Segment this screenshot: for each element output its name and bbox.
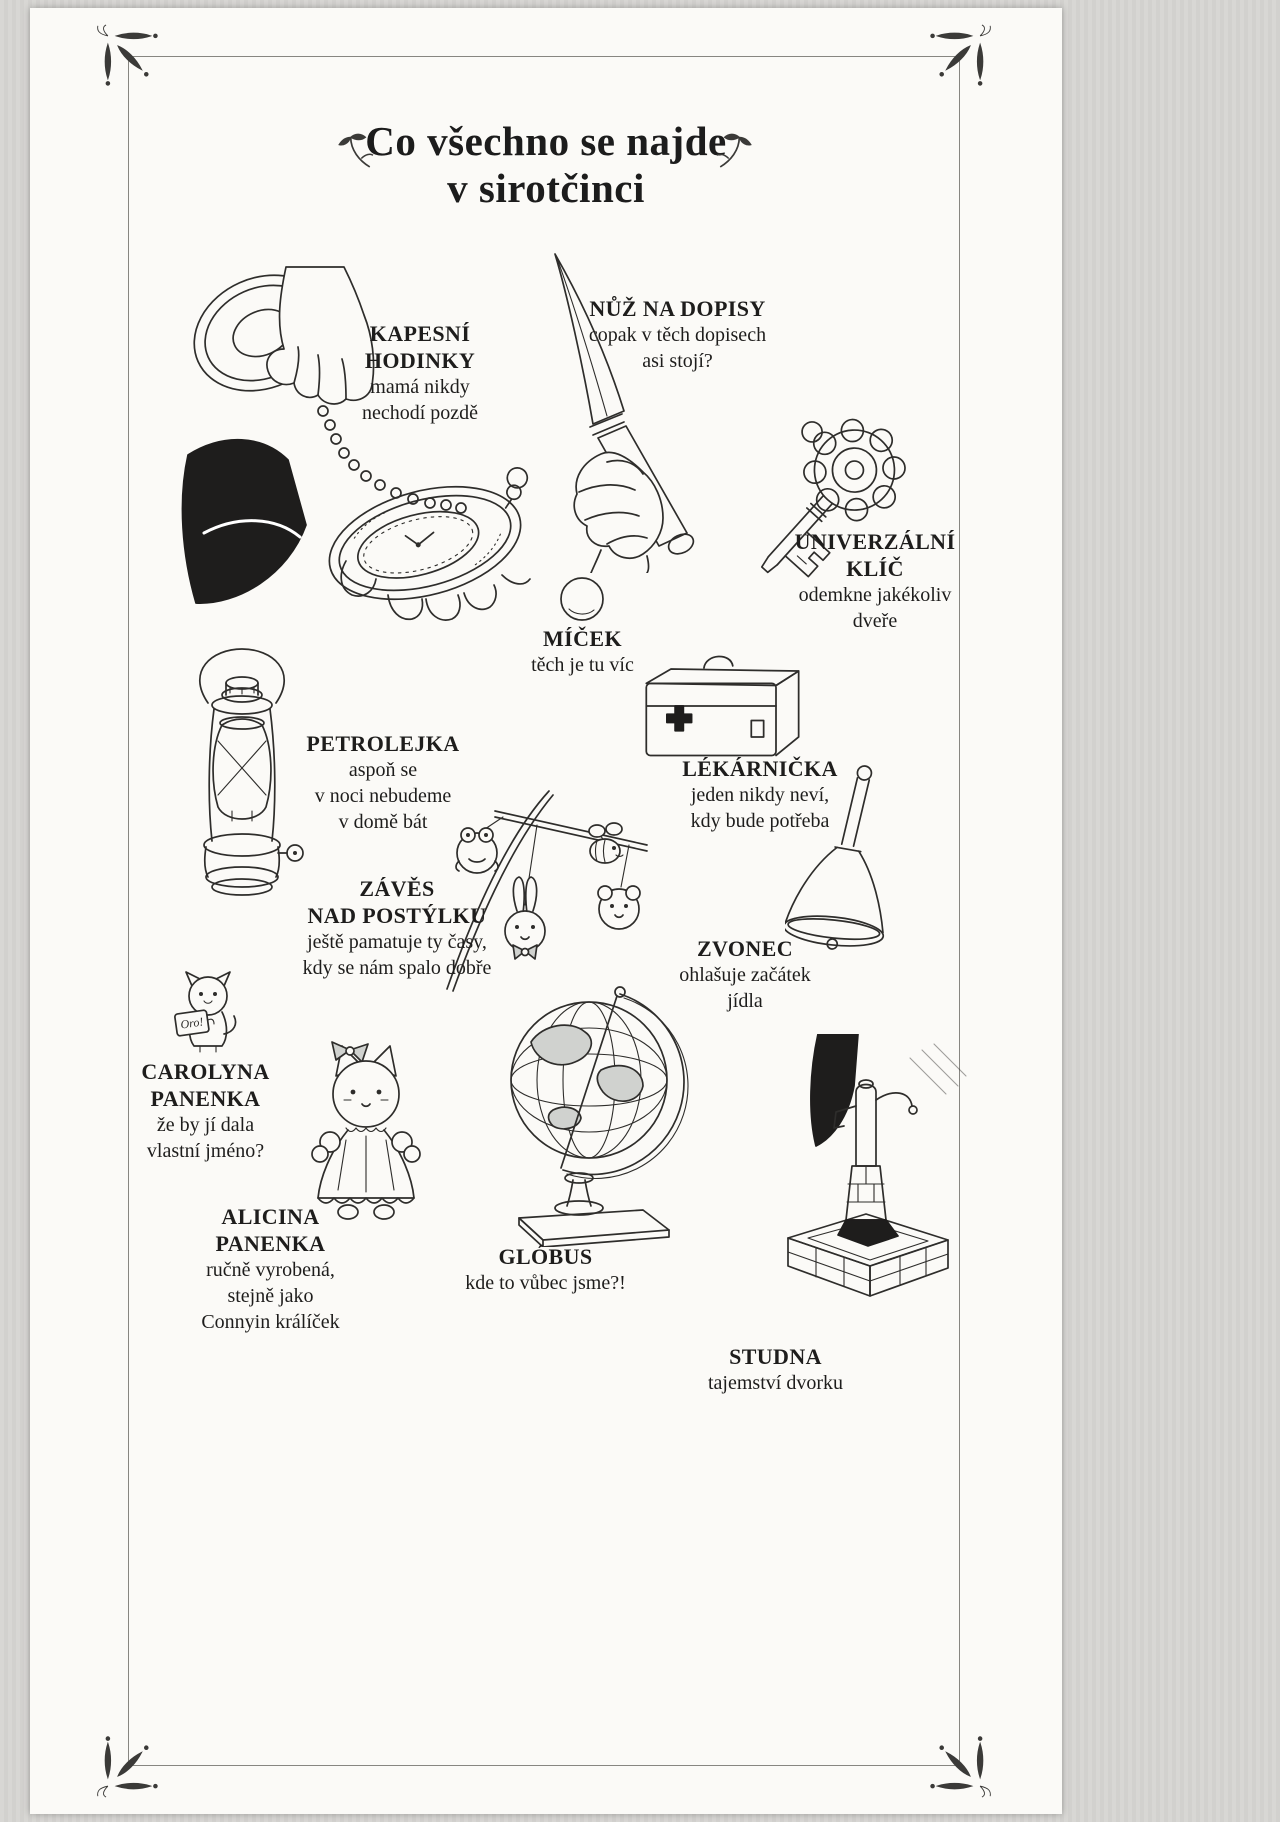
caption-bell: ZVONEC ohlašuje začátek jídla [645,935,845,1014]
small-cat-plush-illustration: Oro! [174,971,237,1053]
caption-crib-mobile: ZÁVĚS NAD POSTÝLKU ještě pamatuje ty čas… [262,875,532,981]
item-name: CAROLYNA [141,1059,270,1084]
item-name: GLÓBUS [498,1244,593,1269]
item-name: NŮŽ NA DOPISY [589,296,766,321]
item-name: PETROLEJKA [306,731,460,756]
item-desc: jeden nikdy neví, [690,784,830,806]
globe-illustration [510,986,689,1247]
item-desc: dveře [852,610,898,632]
caption-alicina-doll: ALICINA PANENKA ručně vyrobená, stejně j… [158,1203,383,1335]
title-flourish-icon [338,133,374,168]
item-desc: kdy se nám spalo dobře [302,957,492,979]
item-desc: nechodí pozdě [361,402,479,424]
pocket-watch-illustration [181,266,531,621]
item-desc: aspoň se [348,759,418,781]
item-name: ZÁVĚS [359,876,435,901]
item-desc: v noci nebudeme [314,785,452,807]
letter-knife-illustration [554,253,695,573]
corner-flourish-icon [930,1736,991,1798]
item-desc: copak v těch dopisech [588,324,767,346]
item-name: KLÍČ [846,556,904,581]
caption-pocket-watch: KAPESNÍ HODINKY mamá nikdy nechodí pozdě [315,320,525,426]
caption-master-key: UNIVERZÁLNÍ KLÍČ odemkne jakékoliv dveře [765,528,985,634]
item-name: ZVONEC [696,936,794,961]
item-name: PANENKA [150,1086,261,1111]
caption-ball: MÍČEK těch je tu víc [495,625,670,678]
first-aid-kit-illustration [645,655,800,757]
cat-doll-illustration [311,1041,421,1220]
item-desc: mamá nikdy [370,376,470,398]
corner-flourish-icon [97,1736,158,1798]
well-illustration [787,1034,967,1297]
corner-flourish-icon [97,24,158,86]
item-desc: stejně jako [227,1285,314,1307]
item-desc: Connyin králíček [201,1311,340,1333]
item-name: PANENKA [215,1231,326,1256]
item-desc: ručně vyrobená, [206,1259,335,1281]
corner-flourish-icon [930,24,991,86]
ball-illustration [560,577,604,621]
item-name: LÉKÁRNIČKA [682,756,838,781]
item-desc: tajemství dvorku [708,1372,843,1394]
item-desc: jídla [727,990,763,1012]
item-desc: těch je tu víc [531,654,634,676]
caption-first-aid: LÉKÁRNIČKA jeden nikdy neví, kdy bude po… [640,755,880,834]
item-name: HODINKY [364,348,476,373]
bell-illustration [785,765,885,950]
item-name: STUDNA [729,1344,822,1369]
item-name: ALICINA [221,1204,320,1229]
item-desc: asi stojí? [642,350,713,372]
cat-tag-text: Oro! [180,1014,205,1031]
page [30,8,1062,1814]
item-name: MÍČEK [543,626,622,651]
item-desc: odemkne jakékoliv [798,584,952,606]
item-name: KAPESNÍ [369,321,471,346]
page-title: Co všechno se najde v sirotčinci [196,118,896,212]
item-desc: ještě pamatuje ty časy, [307,931,487,953]
caption-letter-knife: NŮŽ NA DOPISY copak v těch dopisech asi … [545,295,810,374]
item-desc: vlastní jméno? [146,1140,265,1162]
item-desc: kde to vůbec jsme?! [465,1272,626,1294]
item-name: UNIVERZÁLNÍ [794,529,956,554]
item-desc: že by jí dala [156,1114,255,1136]
decorative-frame [128,56,960,1766]
item-desc: v domě bát [338,811,428,833]
item-name: NAD POSTÝLKU [307,903,487,928]
caption-lantern: PETROLEJKA aspoň se v noci nebudeme v do… [283,730,483,835]
caption-well: STUDNA tajemství dvorku [663,1343,888,1396]
title-flourish-icon [716,133,752,168]
lantern-illustration [198,648,304,896]
caption-globe: GLÓBUS kde to vůbec jsme?! [443,1243,648,1296]
item-desc: kdy bude potřeba [690,810,830,832]
crib-mobile-illustration [446,790,648,992]
caption-carolyna-doll: CAROLYNA PANENKA že by jí dala vlastní j… [103,1058,308,1164]
page-title-line1: Co všechno se najde [365,118,727,164]
item-desc: ohlašuje začátek [679,964,811,986]
page-title-line2: v sirotčinci [447,165,645,211]
master-key-illustration [760,418,906,578]
